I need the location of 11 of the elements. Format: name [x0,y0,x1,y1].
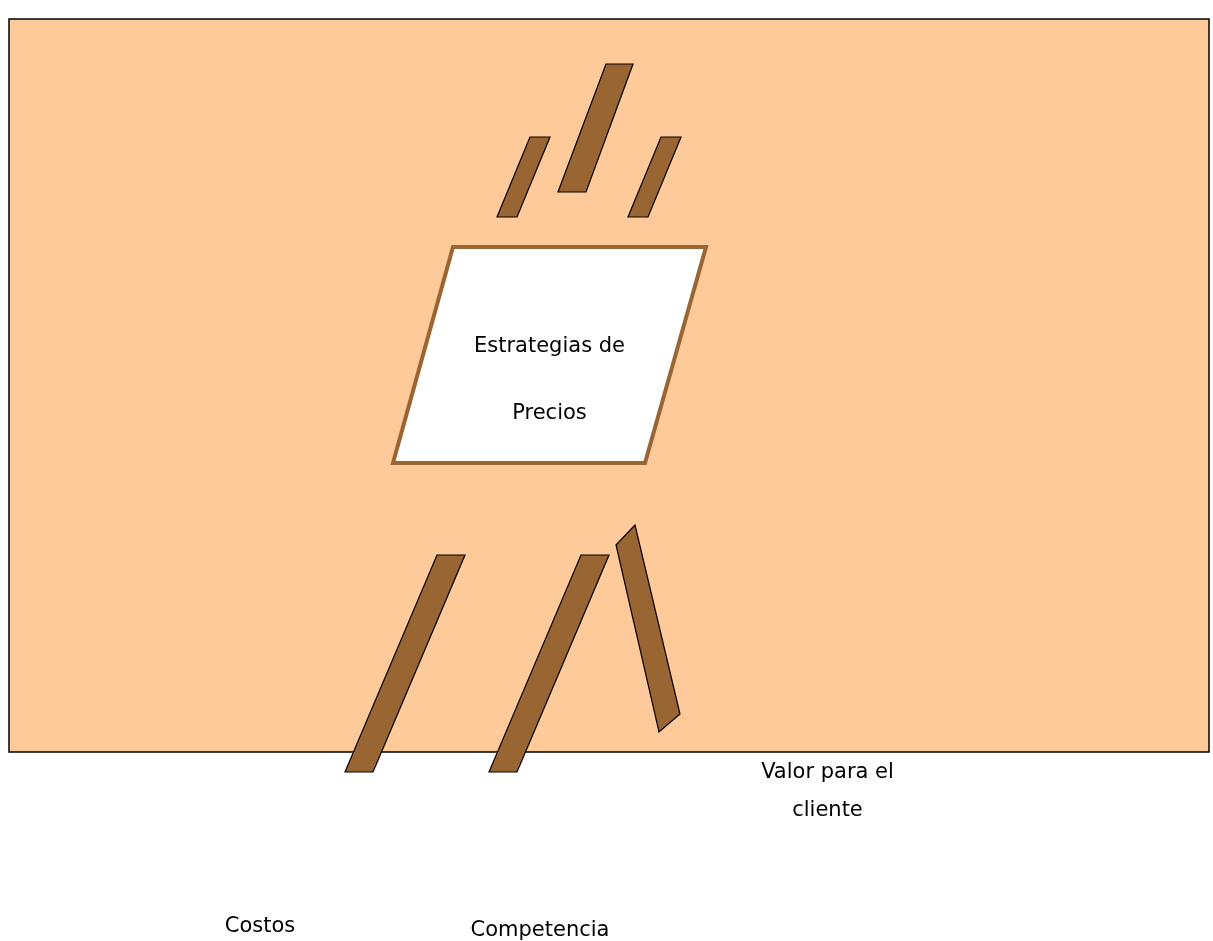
slanted-bar [628,137,681,217]
slanted-bar [616,525,680,732]
slanted-bar [497,137,550,217]
caption-text: Costos [223,912,297,939]
parallelogram-box [393,247,706,463]
slanted-bar [489,555,609,772]
caption-text: Valor para el cliente [760,758,895,823]
box-label: Estrategias de Precios [473,332,626,426]
caption-text: Competencia [469,916,611,941]
background-panel [8,18,1210,753]
slanted-bar [345,555,465,772]
